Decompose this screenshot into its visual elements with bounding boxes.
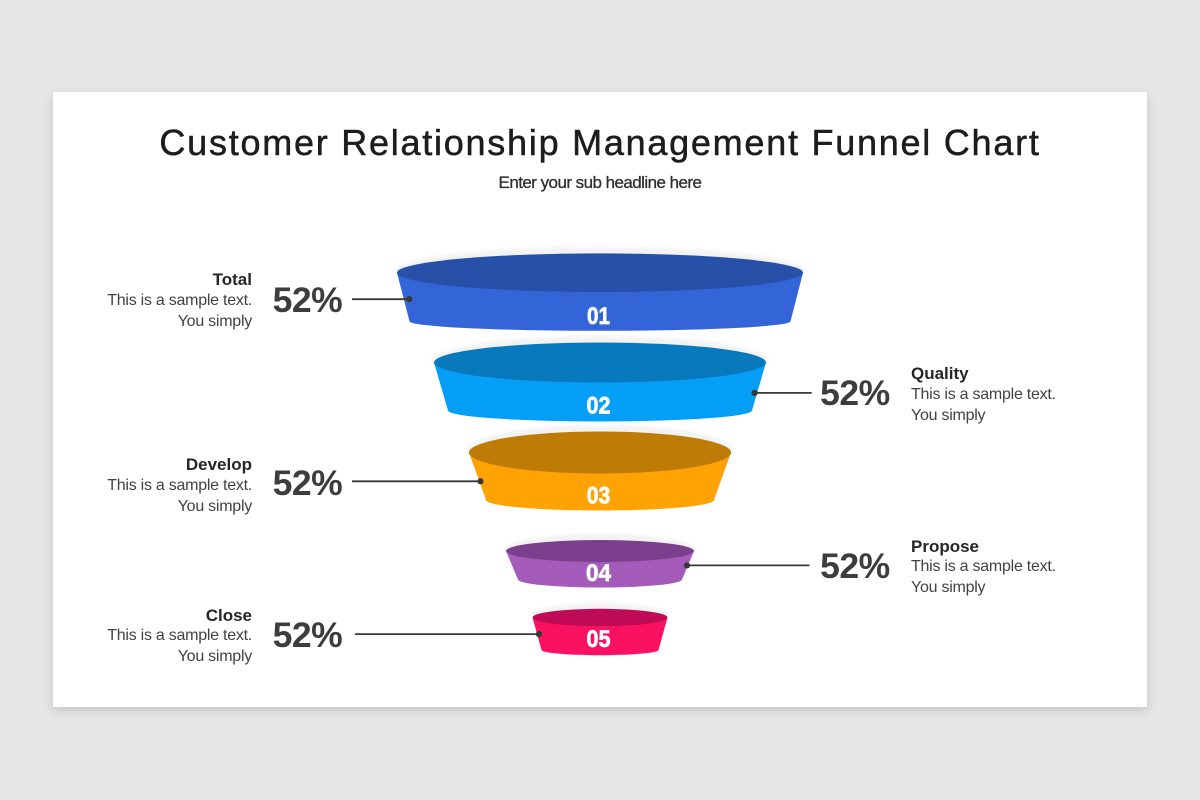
svg-text:04: 04 (586, 560, 611, 587)
svg-text:01: 01 (587, 303, 610, 330)
svg-text:03: 03 (587, 483, 611, 510)
svg-text:02: 02 (587, 393, 611, 420)
svg-text:05: 05 (587, 626, 611, 653)
